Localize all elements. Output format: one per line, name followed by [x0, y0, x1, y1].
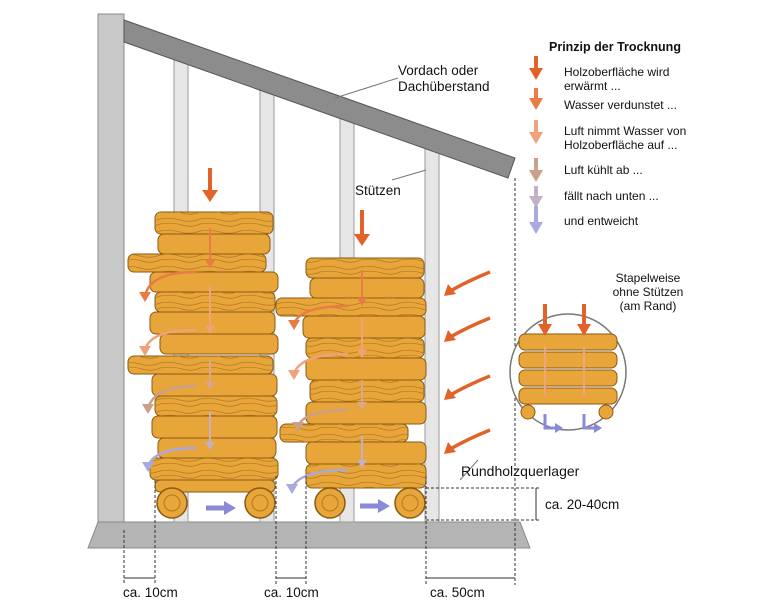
- dimension-lines: [123, 178, 540, 585]
- legend-item: Wasser verdunstet ...: [564, 98, 677, 112]
- legend-item: Luft nimmt Wasser von Holzoberfläche auf…: [564, 124, 687, 152]
- ground-slab: [87, 521, 531, 549]
- legend-item: Holzoberfläche wird erwärmt ...: [564, 65, 670, 93]
- round-logs: [156, 487, 426, 519]
- supports-pointer: [391, 169, 427, 181]
- roof-label: Vordach oder Dachüberstand: [398, 63, 490, 94]
- airflow-arrows-left: [139, 168, 236, 515]
- height-label: ca. 20-40cm: [545, 497, 620, 512]
- gap1-label: ca. 10cm: [123, 585, 178, 600]
- roof-pointer: [334, 77, 399, 99]
- support-post: [424, 147, 440, 523]
- supports-label: Stützen: [355, 183, 401, 198]
- crossbearing-label: Rundholzquerlager: [461, 463, 580, 479]
- stack-inset: [509, 304, 627, 433]
- wood-stack-left: [127, 211, 279, 493]
- gap3-label: ca. 50cm: [430, 585, 485, 600]
- back-wall: [97, 13, 125, 523]
- legend-item: und entweicht: [564, 214, 639, 228]
- incoming-air-arrows: [444, 270, 491, 454]
- roof: [123, 19, 516, 179]
- stack-note-label: Stapelweise ohne Stützen (am Rand): [612, 271, 684, 313]
- airflow-arrows-right: [286, 210, 390, 513]
- legend-item: fällt nach unten ...: [564, 189, 659, 203]
- legend-title: Prinzip der Trocknung: [549, 40, 681, 54]
- legend-arrows: [529, 56, 543, 234]
- gap2-label: ca. 10cm: [264, 585, 319, 600]
- wood-stack-right: [275, 257, 427, 489]
- legend-item: Luft kühlt ab ...: [564, 163, 643, 177]
